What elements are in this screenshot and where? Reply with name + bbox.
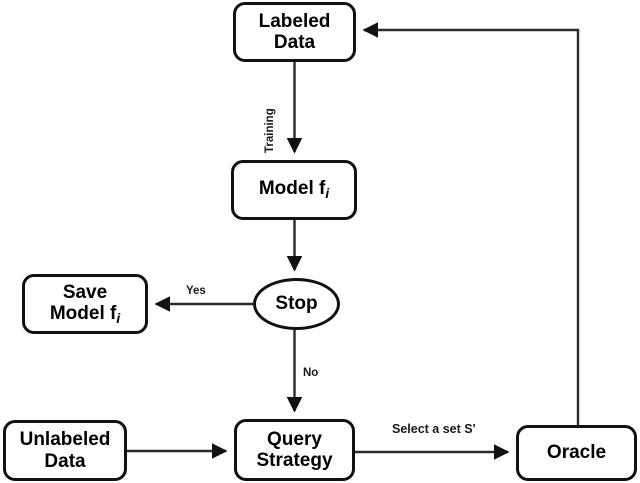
node-unlabeled-data-label: Unlabeled Data — [19, 429, 111, 472]
node-stop-label: Stop — [275, 293, 318, 314]
edge-label-yes: Yes — [186, 285, 206, 297]
edge-label-training: Training — [264, 108, 276, 153]
edge-label-no: No — [303, 367, 319, 379]
node-model-subscript: i — [325, 186, 330, 202]
node-stop[interactable]: Stop — [253, 278, 340, 330]
node-unlabeled-data[interactable]: Unlabeled Data — [3, 420, 127, 481]
edge-oracle-to-labeled — [362, 22, 580, 425]
node-oracle[interactable]: Oracle — [516, 425, 637, 481]
node-query-strategy-label: Query Strategy — [256, 428, 333, 471]
node-save-model-label: Save Model fi — [49, 281, 121, 326]
edge-label-select-set: Select a set S' — [392, 422, 476, 436]
node-save-model[interactable]: Save Model fi — [22, 274, 148, 334]
node-model-label: Model fi — [258, 178, 330, 202]
node-oracle-label: Oracle — [546, 442, 607, 464]
node-query-strategy[interactable]: Query Strategy — [234, 419, 355, 481]
node-labeled-data-label: Labeled Data — [258, 10, 331, 53]
node-labeled-data[interactable]: Labeled Data — [233, 2, 356, 62]
node-model[interactable]: Model fi — [231, 160, 357, 220]
node-save-model-subscript: i — [116, 310, 121, 326]
